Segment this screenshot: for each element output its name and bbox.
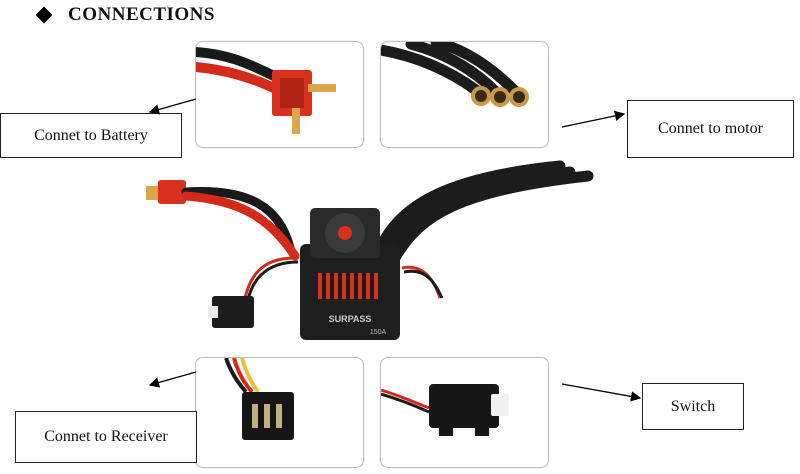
battery-label-text: Connet to Battery xyxy=(34,126,148,144)
receiver-connector-photo xyxy=(195,357,364,468)
esc-rating-text: 150A xyxy=(370,329,387,336)
motor-connector-photo xyxy=(380,41,549,148)
esc-product-image: SURPASS 150A xyxy=(140,148,600,348)
motor-arrow xyxy=(561,110,626,128)
receiver-arrow xyxy=(148,371,197,388)
receiver-label-text: Connet to Receiver xyxy=(44,428,168,445)
battery-label: Connet to Battery xyxy=(0,113,182,158)
battery-arrow xyxy=(148,98,197,115)
motor-label: Connet to motor xyxy=(627,100,794,158)
receiver-label: Connet to Receiver xyxy=(15,411,197,463)
motor-label-text: Connet to motor xyxy=(658,120,763,137)
page-title: CONNECTIONS xyxy=(68,4,215,25)
switch-photo xyxy=(380,357,549,468)
switch-label: Switch xyxy=(642,383,744,430)
battery-connector-photo xyxy=(195,41,364,148)
diamond-bullet-icon xyxy=(35,6,53,24)
section-header: CONNECTIONS xyxy=(35,4,215,26)
esc-brand-text: SURPASS xyxy=(329,314,372,324)
switch-arrow xyxy=(561,383,642,402)
switch-label-text: Switch xyxy=(670,397,716,415)
